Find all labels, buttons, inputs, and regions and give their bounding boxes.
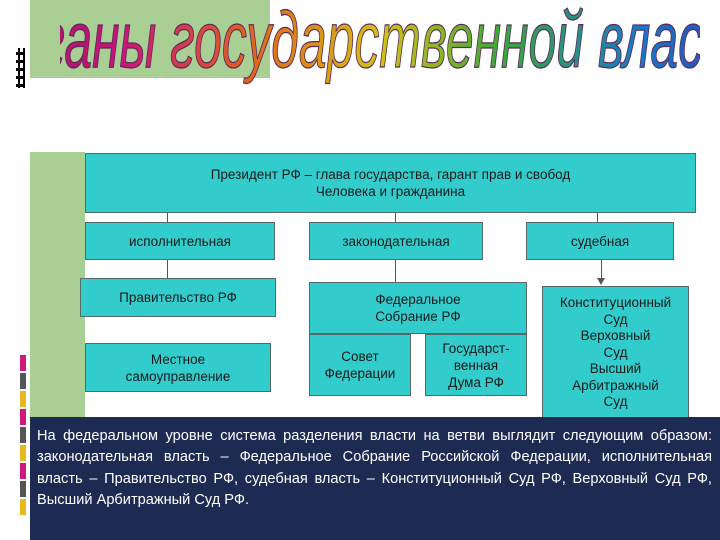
- connector-legislative-assembly: [395, 260, 396, 282]
- arrow-judicial-courts: [597, 278, 605, 285]
- government-box: Правительство РФ: [80, 278, 276, 317]
- branch-legislative-box: законодательная: [309, 222, 483, 260]
- connector-president-judicial: [597, 213, 598, 222]
- local-government-box: Местное самоуправление: [85, 343, 271, 392]
- branch-executive-box: исполнительная: [85, 222, 275, 260]
- deco-chip-9: [20, 499, 26, 515]
- connector-president-executive: [167, 213, 168, 222]
- federal-assembly-box: Федеральное Собрание РФ: [309, 282, 527, 334]
- deco-bar-2: [16, 60, 25, 63]
- government-structure-diagram: Президент РФ – глава государства, гарант…: [80, 152, 700, 420]
- deco-chip-8: [20, 481, 26, 497]
- deco-bar-5: [16, 84, 25, 87]
- state-duma-box: Государст- венная Дума РФ: [425, 334, 527, 396]
- deco-bar-3: [16, 68, 25, 71]
- deco-chip-3: [20, 391, 26, 407]
- deco-bar-7: [23, 48, 25, 88]
- deco-chip-7: [20, 463, 26, 479]
- title-text: Органы государственной власти.: [60, 2, 700, 85]
- deco-chip-2: [20, 373, 26, 389]
- deco-chip-1: [20, 355, 26, 371]
- connector-judicial-courts: [601, 260, 602, 282]
- federation-council-box: Совет Федерации: [309, 334, 411, 396]
- deco-bar-6: [18, 48, 20, 88]
- president-box: Президент РФ – глава государства, гарант…: [85, 153, 696, 213]
- green-accent-left: [30, 152, 85, 422]
- courts-box: Конституционный Суд Верховный Суд Высший…: [542, 286, 689, 420]
- deco-bar-1: [16, 52, 25, 55]
- caption-text: На федеральном уровне система разделения…: [30, 417, 720, 540]
- deco-bar-4: [16, 76, 25, 79]
- green-accent-top: [30, 0, 270, 78]
- deco-chip-6: [20, 445, 26, 461]
- connector-president-legislative: [395, 213, 396, 222]
- branch-judicial-box: судебная: [526, 222, 674, 260]
- connector-executive-government: [167, 260, 168, 278]
- page-title: Органы государственной власти.: [0, 0, 720, 88]
- deco-chip-5: [20, 427, 26, 443]
- deco-chip-4: [20, 409, 26, 425]
